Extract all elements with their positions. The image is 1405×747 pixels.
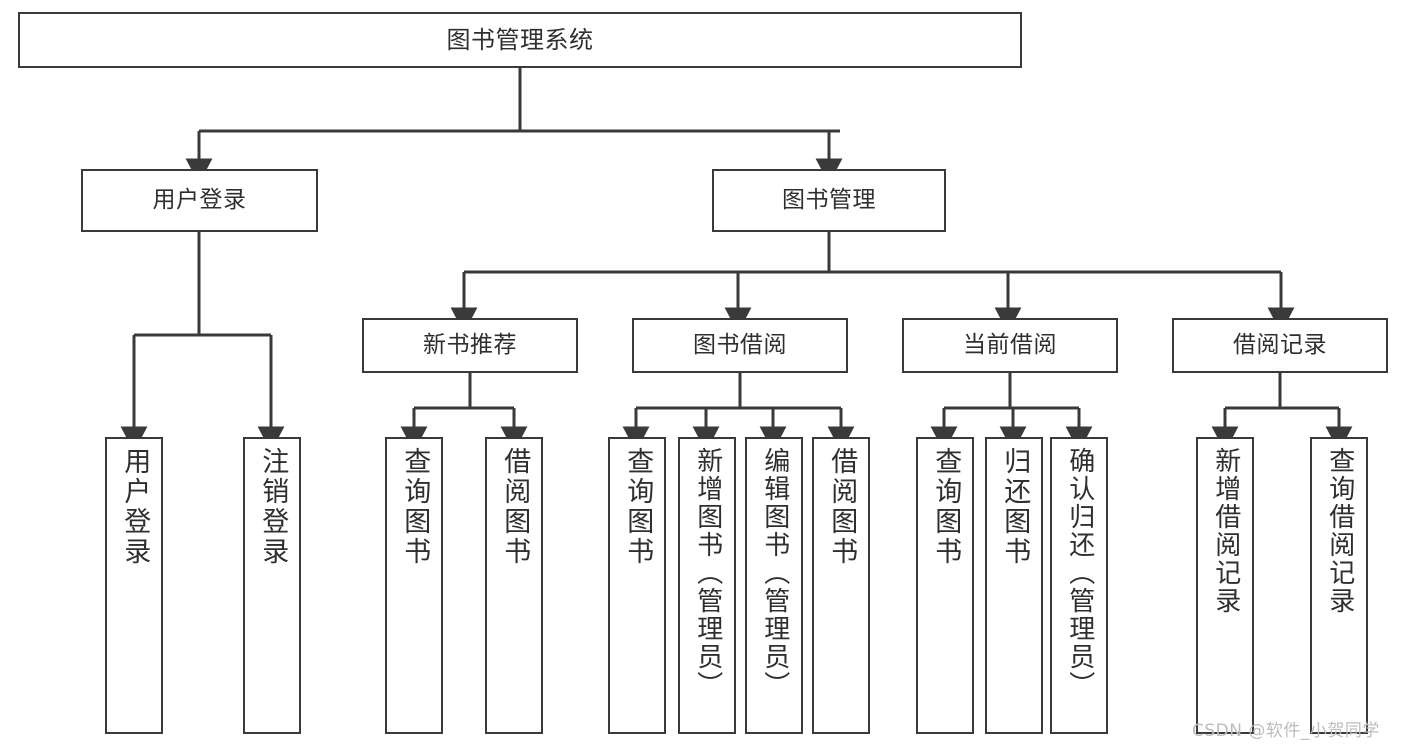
node-user-login[interactable]: 用户登录 — [81, 169, 318, 232]
node-label: 新增借阅记录 — [1210, 447, 1241, 615]
leaf-edit-book-admin[interactable]: 编辑图书（管理员） — [745, 437, 803, 734]
csdn-watermark: CSDN @软件_小贺同学 — [1192, 721, 1380, 741]
node-label: 借阅图书 — [499, 447, 531, 567]
node-label: 用户登录 — [119, 447, 151, 567]
node-label: 查询图书 — [399, 447, 431, 567]
leaf-borrow-book-newbook[interactable]: 借阅图书 — [485, 437, 543, 734]
node-current-borrow[interactable]: 当前借阅 — [902, 318, 1118, 373]
leaf-logout[interactable]: 注销登录 — [243, 437, 301, 734]
node-label: 当前借阅 — [963, 331, 1057, 358]
node-label: 编辑图书（管理员） — [759, 447, 790, 699]
leaf-query-book-newbook[interactable]: 查询图书 — [385, 437, 443, 734]
leaf-return-book[interactable]: 归还图书 — [985, 437, 1043, 734]
node-label: 查询图书 — [930, 447, 962, 567]
node-label: 确认归还（管理员） — [1064, 447, 1095, 699]
leaf-add-book-admin[interactable]: 新增图书（管理员） — [678, 437, 736, 734]
leaf-user-login[interactable]: 用户登录 — [105, 437, 163, 734]
node-label: 查询图书 — [622, 447, 654, 567]
node-new-book-recommend[interactable]: 新书推荐 — [362, 318, 578, 373]
node-label: 图书管理 — [782, 186, 876, 213]
node-label: 借阅记录 — [1233, 331, 1327, 358]
leaf-query-borrow-record[interactable]: 查询借阅记录 — [1310, 437, 1368, 734]
node-label: 新书推荐 — [423, 331, 517, 358]
node-label: 用户登录 — [152, 186, 247, 213]
node-book-management[interactable]: 图书管理 — [712, 169, 946, 232]
leaf-query-book-borrow[interactable]: 查询图书 — [608, 437, 666, 734]
node-label: 图书借阅 — [693, 331, 787, 358]
leaf-query-book-current[interactable]: 查询图书 — [916, 437, 974, 734]
node-borrow-record[interactable]: 借阅记录 — [1172, 318, 1388, 373]
node-label: 归还图书 — [999, 447, 1031, 567]
node-label: 查询借阅记录 — [1324, 447, 1355, 615]
leaf-confirm-return-admin[interactable]: 确认归还（管理员） — [1050, 437, 1108, 734]
node-label: 新增图书（管理员） — [692, 447, 723, 699]
node-label: 图书管理系统 — [446, 25, 594, 54]
node-book-borrow[interactable]: 图书借阅 — [632, 318, 848, 373]
leaf-add-borrow-record[interactable]: 新增借阅记录 — [1196, 437, 1254, 734]
node-root-system[interactable]: 图书管理系统 — [18, 12, 1022, 68]
node-label: 借阅图书 — [826, 447, 858, 567]
node-label: 注销登录 — [257, 447, 289, 567]
leaf-borrow-book[interactable]: 借阅图书 — [812, 437, 870, 734]
